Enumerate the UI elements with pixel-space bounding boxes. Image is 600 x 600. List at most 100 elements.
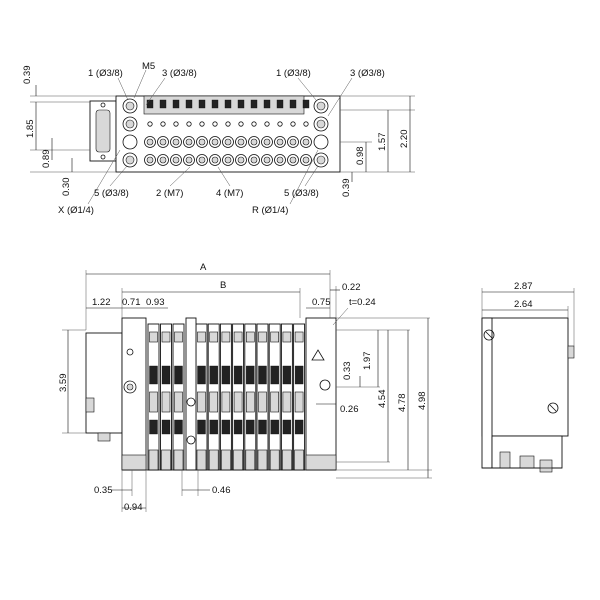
left-endplate-fittings bbox=[122, 98, 138, 168]
m5-port-icon bbox=[277, 121, 283, 127]
label-port3-right: 3 (Ø3/8) bbox=[350, 68, 385, 79]
valve-top-icon bbox=[224, 99, 232, 109]
fitting-1-right bbox=[313, 98, 329, 114]
label-port1-left: 1 (Ø3/8) bbox=[88, 68, 123, 79]
dim-t024: t=0.24 bbox=[349, 297, 376, 308]
output-port-icon bbox=[144, 136, 156, 148]
fitting-5-left bbox=[122, 152, 138, 168]
m5-port-icon bbox=[251, 121, 257, 127]
dim-035: 0.35 bbox=[94, 485, 113, 496]
label-m5: M5 bbox=[142, 61, 155, 72]
dim-026: 0.26 bbox=[340, 404, 359, 415]
valve-module bbox=[280, 323, 293, 471]
left-endplate bbox=[121, 317, 147, 471]
dim-right-157: 1.57 bbox=[377, 133, 388, 152]
output-port-icon bbox=[287, 154, 299, 166]
fitting-3-left bbox=[122, 116, 138, 132]
output-port-icon bbox=[196, 136, 208, 148]
middle-separator bbox=[185, 317, 197, 471]
fitting-5-right bbox=[313, 152, 329, 168]
dim-287: 2.87 bbox=[514, 281, 533, 292]
valve-top-icon bbox=[263, 99, 271, 109]
output-port-icon bbox=[183, 154, 195, 166]
valve-module bbox=[293, 323, 306, 471]
warning-icon bbox=[311, 349, 325, 361]
m5-port-icon bbox=[264, 121, 270, 127]
output-port-icon bbox=[157, 154, 169, 166]
valve-top-icon bbox=[276, 99, 284, 109]
dim-left-039: 0.39 bbox=[22, 66, 33, 85]
dim-197: 1.97 bbox=[362, 352, 373, 371]
output-port-icon bbox=[209, 154, 221, 166]
valve-top-icon bbox=[159, 99, 167, 109]
valve-module bbox=[160, 323, 172, 471]
m5-port-icon bbox=[173, 121, 179, 127]
dim-478: 4.78 bbox=[397, 394, 408, 413]
output-port-icon bbox=[222, 154, 234, 166]
valve-module bbox=[207, 323, 220, 471]
label-port5-right: 5 (Ø3/8) bbox=[284, 188, 319, 199]
output-port-icon bbox=[222, 136, 234, 148]
valve-top-icon bbox=[289, 99, 297, 109]
m5-port-icon bbox=[303, 121, 309, 127]
output-port-icon bbox=[274, 154, 286, 166]
output-port-icon bbox=[300, 136, 312, 148]
m5-port-icon bbox=[238, 121, 244, 127]
dim-left-089: 0.89 bbox=[41, 150, 52, 169]
valve-module bbox=[195, 323, 208, 471]
output-port-icon bbox=[248, 154, 260, 166]
label-port4: 4 (M7) bbox=[216, 188, 243, 199]
output-port-icon bbox=[300, 154, 312, 166]
output-port-icon bbox=[261, 136, 273, 148]
output-ports-grid bbox=[144, 99, 312, 166]
output-port-icon bbox=[287, 136, 299, 148]
output-port-icon bbox=[274, 136, 286, 148]
output-port-icon bbox=[170, 136, 182, 148]
dim-left-030: 0.30 bbox=[61, 178, 72, 197]
right-endplate bbox=[305, 317, 337, 471]
output-port-icon bbox=[209, 136, 221, 148]
valve-module bbox=[219, 323, 232, 471]
label-port5-left: 5 (Ø3/8) bbox=[94, 188, 129, 199]
fitting-3-right bbox=[313, 116, 329, 132]
label-port-x: X (Ø1/4) bbox=[58, 205, 94, 216]
valve-top-icon bbox=[185, 99, 193, 109]
dim-264: 2.64 bbox=[514, 299, 533, 310]
dim-B: B bbox=[220, 280, 226, 291]
valve-top-icon bbox=[172, 99, 180, 109]
output-port-icon bbox=[248, 136, 260, 148]
connector-housing bbox=[85, 332, 123, 434]
side-body bbox=[481, 317, 569, 437]
label-port3-left: 3 (Ø3/8) bbox=[162, 68, 197, 79]
valve-module bbox=[244, 323, 257, 471]
valve-top-icon bbox=[211, 99, 219, 109]
valve-module bbox=[147, 323, 160, 471]
dsub-pins bbox=[95, 109, 111, 153]
dim-A: A bbox=[200, 262, 207, 273]
top-view: 0.39 1.85 0.89 0.30 0.98 1.57 2.20 0.39 … bbox=[22, 61, 415, 216]
m5-port-icon bbox=[186, 121, 192, 127]
m5-port-icon bbox=[160, 121, 166, 127]
dim-075: 0.75 bbox=[312, 297, 331, 308]
output-port-icon bbox=[170, 154, 182, 166]
valve-top-icon bbox=[146, 99, 154, 109]
valve-top-icon bbox=[250, 99, 258, 109]
m5-port-icon bbox=[225, 121, 231, 127]
side-screw-top-icon bbox=[483, 329, 495, 341]
dim-right-098: 0.98 bbox=[355, 147, 366, 166]
dim-right-220: 2.20 bbox=[399, 130, 410, 149]
right-endplate-fittings bbox=[313, 98, 329, 168]
valve-module bbox=[232, 323, 245, 471]
m5-port-icon bbox=[212, 121, 218, 127]
dim-left-185: 1.85 bbox=[25, 120, 36, 139]
dsub-screw-bottom bbox=[100, 154, 106, 160]
mounting-hole-icon bbox=[319, 379, 331, 391]
m5-port-icon bbox=[147, 121, 153, 127]
valve-module bbox=[268, 323, 281, 471]
output-port-icon bbox=[144, 154, 156, 166]
dim-122: 1.22 bbox=[92, 297, 111, 308]
dim-359: 3.59 bbox=[58, 374, 69, 393]
dim-right-039: 0.39 bbox=[341, 179, 352, 198]
